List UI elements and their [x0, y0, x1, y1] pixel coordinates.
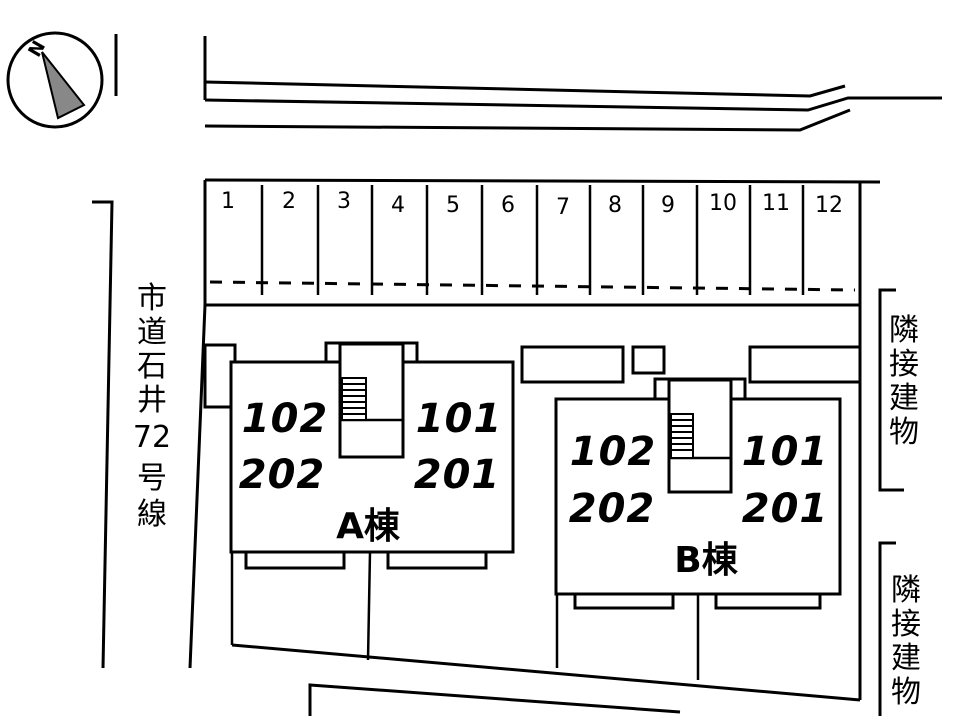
building-b: 102 202 101 201 B棟 [554, 377, 842, 680]
neighbor-label-char: 隣 [889, 313, 919, 348]
stairs-icon [670, 413, 694, 459]
compass-ring [6, 31, 104, 129]
parking-space-number: 5 [446, 193, 460, 218]
parking-area: 1 2 3 4 5 6 7 8 9 10 11 12 [209, 185, 856, 295]
parking-space-number: 11 [762, 191, 790, 216]
road-label-char: 線 [137, 497, 167, 532]
parking-space-number: 6 [501, 193, 515, 218]
building-label: A棟 [336, 506, 401, 547]
parking-space-number: 1 [221, 189, 235, 214]
neighbor-label-char: 建 [891, 641, 921, 676]
top-road [203, 36, 942, 132]
road-label-char: 市 [137, 281, 167, 316]
stairs-icon [341, 377, 367, 421]
road-label: 市 道 石 井 72 号 線 [133, 281, 171, 532]
neighbor-label-char: 接 [891, 607, 921, 642]
compass: N [6, 31, 118, 129]
neighbor-label-char: 建 [889, 381, 919, 416]
neighbor-label-char: 物 [889, 415, 919, 450]
road-label-char: 石 [137, 349, 167, 384]
parking-space-number: 8 [608, 193, 622, 218]
parking-space-number: 3 [337, 189, 351, 214]
building-label: B棟 [674, 540, 738, 581]
unit-number: 102 [242, 396, 329, 442]
neighbor-label-char: 物 [891, 675, 921, 710]
unit-number: 101 [416, 396, 503, 442]
road-edge [92, 200, 114, 669]
parking-space-number: 2 [282, 189, 296, 214]
north-arrow-icon [41, 51, 86, 120]
unit-number: 102 [570, 429, 657, 475]
parking-space-number: 9 [661, 193, 675, 218]
unit-number: 201 [742, 486, 829, 532]
parking-space-number: 12 [815, 193, 843, 218]
unit-number: 201 [414, 452, 501, 498]
lot-boundary [188, 178, 881, 716]
road-label-char: 道 [137, 315, 167, 350]
neighbor-upper: 隣 接 建 物 [878, 288, 919, 492]
unit-number: 202 [569, 486, 656, 532]
road-label-char: 井 [137, 383, 167, 418]
neighbor-label-char: 隣 [891, 573, 921, 608]
unit-number: 202 [239, 452, 326, 498]
building-a: 102 202 101 201 A棟 [229, 341, 515, 661]
parking-space-number: 7 [556, 195, 570, 220]
neighbor-label-char: 接 [889, 347, 919, 382]
parking-space-number: 10 [709, 191, 737, 216]
road-label-char: 72 [133, 420, 171, 455]
road-label-char: 号 [137, 461, 167, 496]
neighbor-lower: 隣 接 建 物 [878, 541, 921, 716]
parking-space-number: 4 [391, 193, 405, 218]
bike-sheds [203, 343, 862, 409]
unit-number: 101 [742, 429, 829, 475]
